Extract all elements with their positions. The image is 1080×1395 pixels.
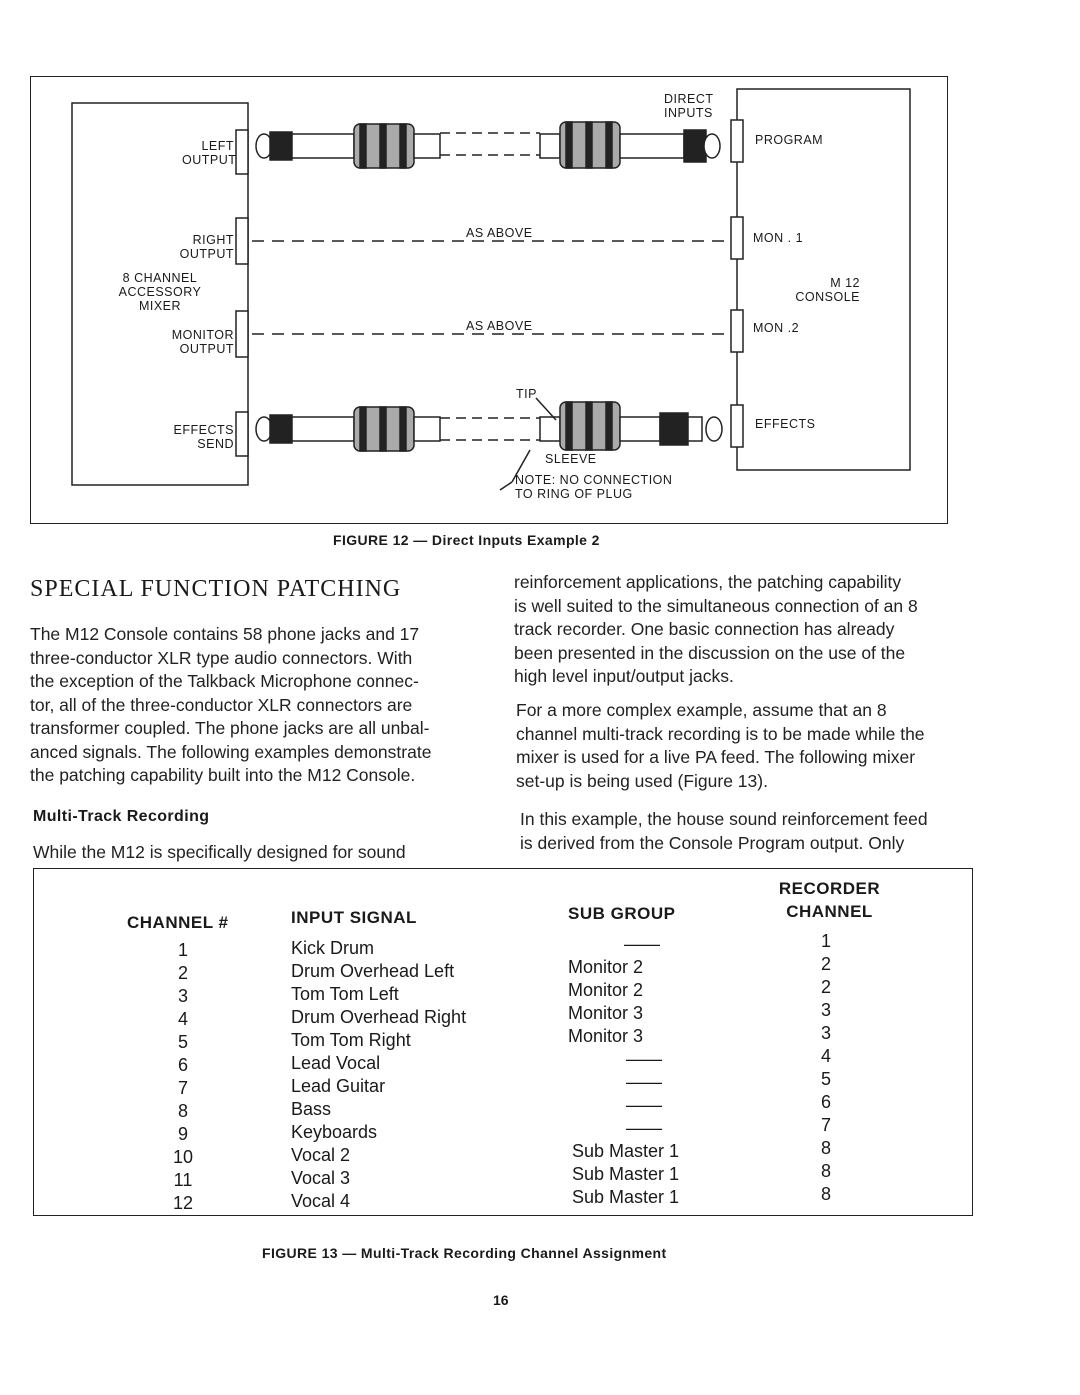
program-label: PROGRAM — [755, 133, 824, 147]
figure-12-diagram — [71, 88, 911, 491]
table-cell: Tom Tom Left — [291, 984, 399, 1004]
table-cell: 4 — [177, 1009, 188, 1029]
table-cell: Lead Guitar — [291, 1076, 386, 1096]
mon1-label: MON . 1 — [753, 231, 804, 245]
phone-plug-top-left — [255, 123, 441, 169]
table-cell: Sub Master 1 — [572, 1141, 680, 1161]
table-cell: Vocal 2 — [291, 1145, 351, 1165]
direct-inputs-label: DIRECT INPUTS — [664, 92, 714, 120]
effects-send-label: EFFECTS SEND — [173, 423, 234, 451]
table-cell: 11 — [173, 1170, 193, 1190]
as-above-label-1: AS ABOVE — [463, 226, 536, 240]
table-cell: 3 — [820, 1023, 831, 1043]
table-cell: Bass — [291, 1099, 332, 1119]
effects-label: EFFECTS — [755, 417, 816, 431]
page-number: 16 — [493, 1292, 509, 1308]
table-cell: Sub Master 1 — [572, 1164, 680, 1184]
table-cell: —— — [626, 1118, 662, 1138]
table-cell: —— — [626, 1095, 662, 1115]
phone-plug-top-right — [539, 121, 721, 169]
header-sub-group: SUB GROUP — [568, 904, 676, 923]
recorder-channel-column: 1 2 2 3 3 4 5 6 7 8 8 8 — [808, 930, 844, 1206]
table-cell: Monitor 2 — [568, 980, 644, 1000]
table-cell: 9 — [177, 1124, 188, 1144]
figure-12-caption: FIGURE 12 — Direct Inputs Example 2 — [333, 532, 600, 548]
figure-13-caption: FIGURE 13 — Multi-Track Recording Channe… — [262, 1245, 667, 1261]
mon2-label: MON .2 — [753, 321, 800, 335]
input-signal-column: Kick Drum Drum Overhead Left Tom Tom Lef… — [291, 937, 531, 1213]
right-output-label: RIGHT OUTPUT — [179, 233, 234, 261]
left-paragraph-1: The M12 Console contains 58 phone jacks … — [30, 624, 432, 785]
table-cell: 1 — [820, 931, 831, 951]
phone-plug-bottom-left — [255, 406, 441, 452]
table-cell: 6 — [177, 1055, 188, 1075]
table-cell: 5 — [177, 1032, 188, 1052]
figure-13-table — [33, 868, 973, 1216]
console-name-label: M 12 CONSOLE — [795, 276, 860, 304]
table-cell: Drum Overhead Right — [291, 1007, 467, 1027]
table-cell: 8 — [177, 1101, 188, 1121]
multi-track-subheading: Multi-Track Recording — [33, 808, 210, 825]
section-heading: SPECIAL FUNCTION PATCHING — [30, 576, 402, 602]
sub-group-column: —— Monitor 2 Monitor 2 Monitor 3 Monitor… — [568, 933, 718, 1209]
mixer-name-label: 8 CHANNEL ACCESSORY MIXER — [118, 271, 202, 313]
header-recorder-channel: RECORDER CHANNEL — [778, 879, 881, 921]
right-paragraph-2: For a more complex example, assume that … — [516, 700, 925, 791]
note-label: NOTE: NO CONNECTION TO RING OF PLUG — [515, 473, 673, 501]
table-cell: Monitor 3 — [568, 1003, 644, 1023]
right-paragraph-3: In this example, the house sound reinfor… — [520, 809, 928, 853]
table-cell: 10 — [172, 1147, 194, 1167]
table-cell: 2 — [177, 963, 188, 983]
table-cell: 6 — [820, 1092, 831, 1112]
table-cell: Vocal 3 — [291, 1168, 351, 1188]
right-paragraph-1: reinforcement applications, the patching… — [514, 572, 918, 686]
table-cell: —— — [626, 1049, 662, 1069]
table-cell: Sub Master 1 — [572, 1187, 680, 1207]
sleeve-label: SLEEVE — [545, 452, 597, 466]
table-cell: Drum Overhead Left — [291, 961, 455, 981]
table-cell: 2 — [820, 954, 831, 974]
phone-plug-bottom-right — [539, 401, 723, 451]
channel-column: 1 2 3 4 5 6 7 8 9 10 11 12 — [160, 939, 206, 1215]
tip-label: TIP — [516, 387, 537, 401]
table-cell: 5 — [820, 1069, 831, 1089]
table-cell: 8 — [820, 1161, 831, 1181]
table-cell: Keyboards — [291, 1122, 378, 1142]
table-cell: —— — [626, 1072, 662, 1092]
table-cell: 1 — [177, 940, 188, 960]
table-cell: 3 — [177, 986, 188, 1006]
table-cell: 8 — [820, 1138, 831, 1158]
table-cell: Vocal 4 — [291, 1191, 351, 1211]
header-channel: CHANNEL # — [127, 913, 229, 932]
table-cell: 2 — [820, 977, 831, 997]
table-cell: —— — [624, 934, 660, 954]
monitor-output-label: MONITOR OUTPUT — [171, 328, 234, 356]
figure-12-frame — [30, 76, 948, 524]
table-cell: 7 — [820, 1115, 831, 1135]
table-cell: Monitor 2 — [568, 957, 644, 977]
table-cell: 3 — [820, 1000, 831, 1020]
table-cell: Monitor 3 — [568, 1026, 644, 1046]
table-cell: Lead Vocal — [291, 1053, 381, 1073]
left-output-label: LEFT OUTPUT — [182, 139, 237, 167]
table-cell: 4 — [820, 1046, 831, 1066]
table-cell: 8 — [820, 1184, 831, 1204]
table-cell: 12 — [172, 1193, 194, 1213]
table-cell: 7 — [177, 1078, 188, 1098]
table-cell: Tom Tom Right — [291, 1030, 411, 1050]
left-paragraph-2: While the M12 is specifically designed f… — [33, 842, 406, 862]
header-input-signal: INPUT SIGNAL — [291, 908, 417, 927]
table-cell: Kick Drum — [291, 938, 375, 958]
as-above-label-2: AS ABOVE — [463, 319, 536, 333]
